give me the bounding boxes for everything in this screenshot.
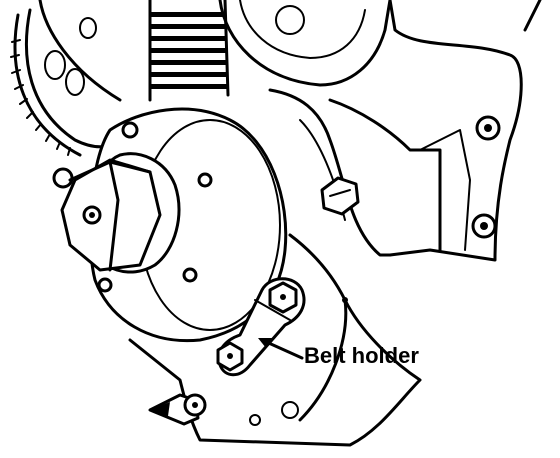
timing-belt <box>148 0 230 102</box>
mounting-bolt-mid <box>320 176 360 216</box>
crankshaft-bolt <box>60 152 181 274</box>
callout-leader <box>258 338 304 360</box>
housing-bolt-lower-right <box>471 213 497 239</box>
belt-holder-bolt-upper <box>268 281 298 314</box>
camshaft-sprocket-left <box>10 0 122 157</box>
housing-bolt-upper-right <box>475 115 501 141</box>
belt-holder-bolt-lower <box>216 341 244 372</box>
idler-pulley-upper <box>218 0 392 87</box>
belt-holder-label: Belt holder <box>304 343 419 368</box>
engine-housing <box>268 0 542 262</box>
timing-mark-pointer <box>148 393 207 426</box>
lower-bracket <box>128 233 422 447</box>
